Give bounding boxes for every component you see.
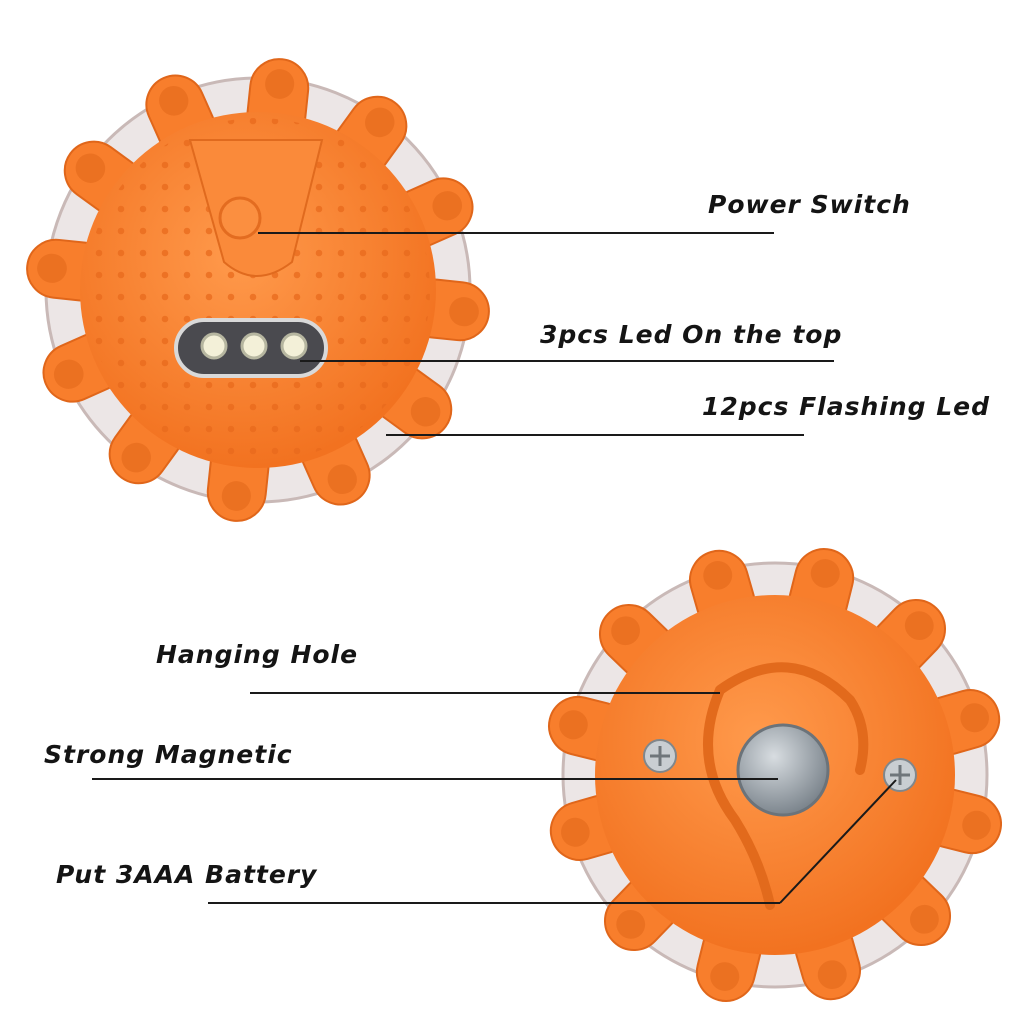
strong-magnetic-label: Strong Magnetic [44,740,293,769]
led-top-label: 3pcs Led On the top [540,320,843,349]
led-icon [280,332,308,360]
leader-line-battery-diagonal [779,779,897,904]
led-icon [240,332,268,360]
battery-cover-groove [703,662,869,910]
leader-lines [92,232,897,904]
screw-slot [650,746,670,766]
power-switch-label: Power Switch [708,190,911,219]
magnet-icon [736,723,830,817]
flashing-led-label: 12pcs Flashing Led [702,392,991,421]
flare-front-view [26,58,490,522]
flare-back-view [548,548,1002,1002]
screw-slot [890,765,910,785]
battery-label: Put 3AAA Battery [56,860,318,889]
led-icon [200,332,228,360]
hanging-hole-label: Hanging Hole [156,640,359,669]
dot-texture [86,118,430,462]
power-switch-button[interactable] [218,196,262,240]
